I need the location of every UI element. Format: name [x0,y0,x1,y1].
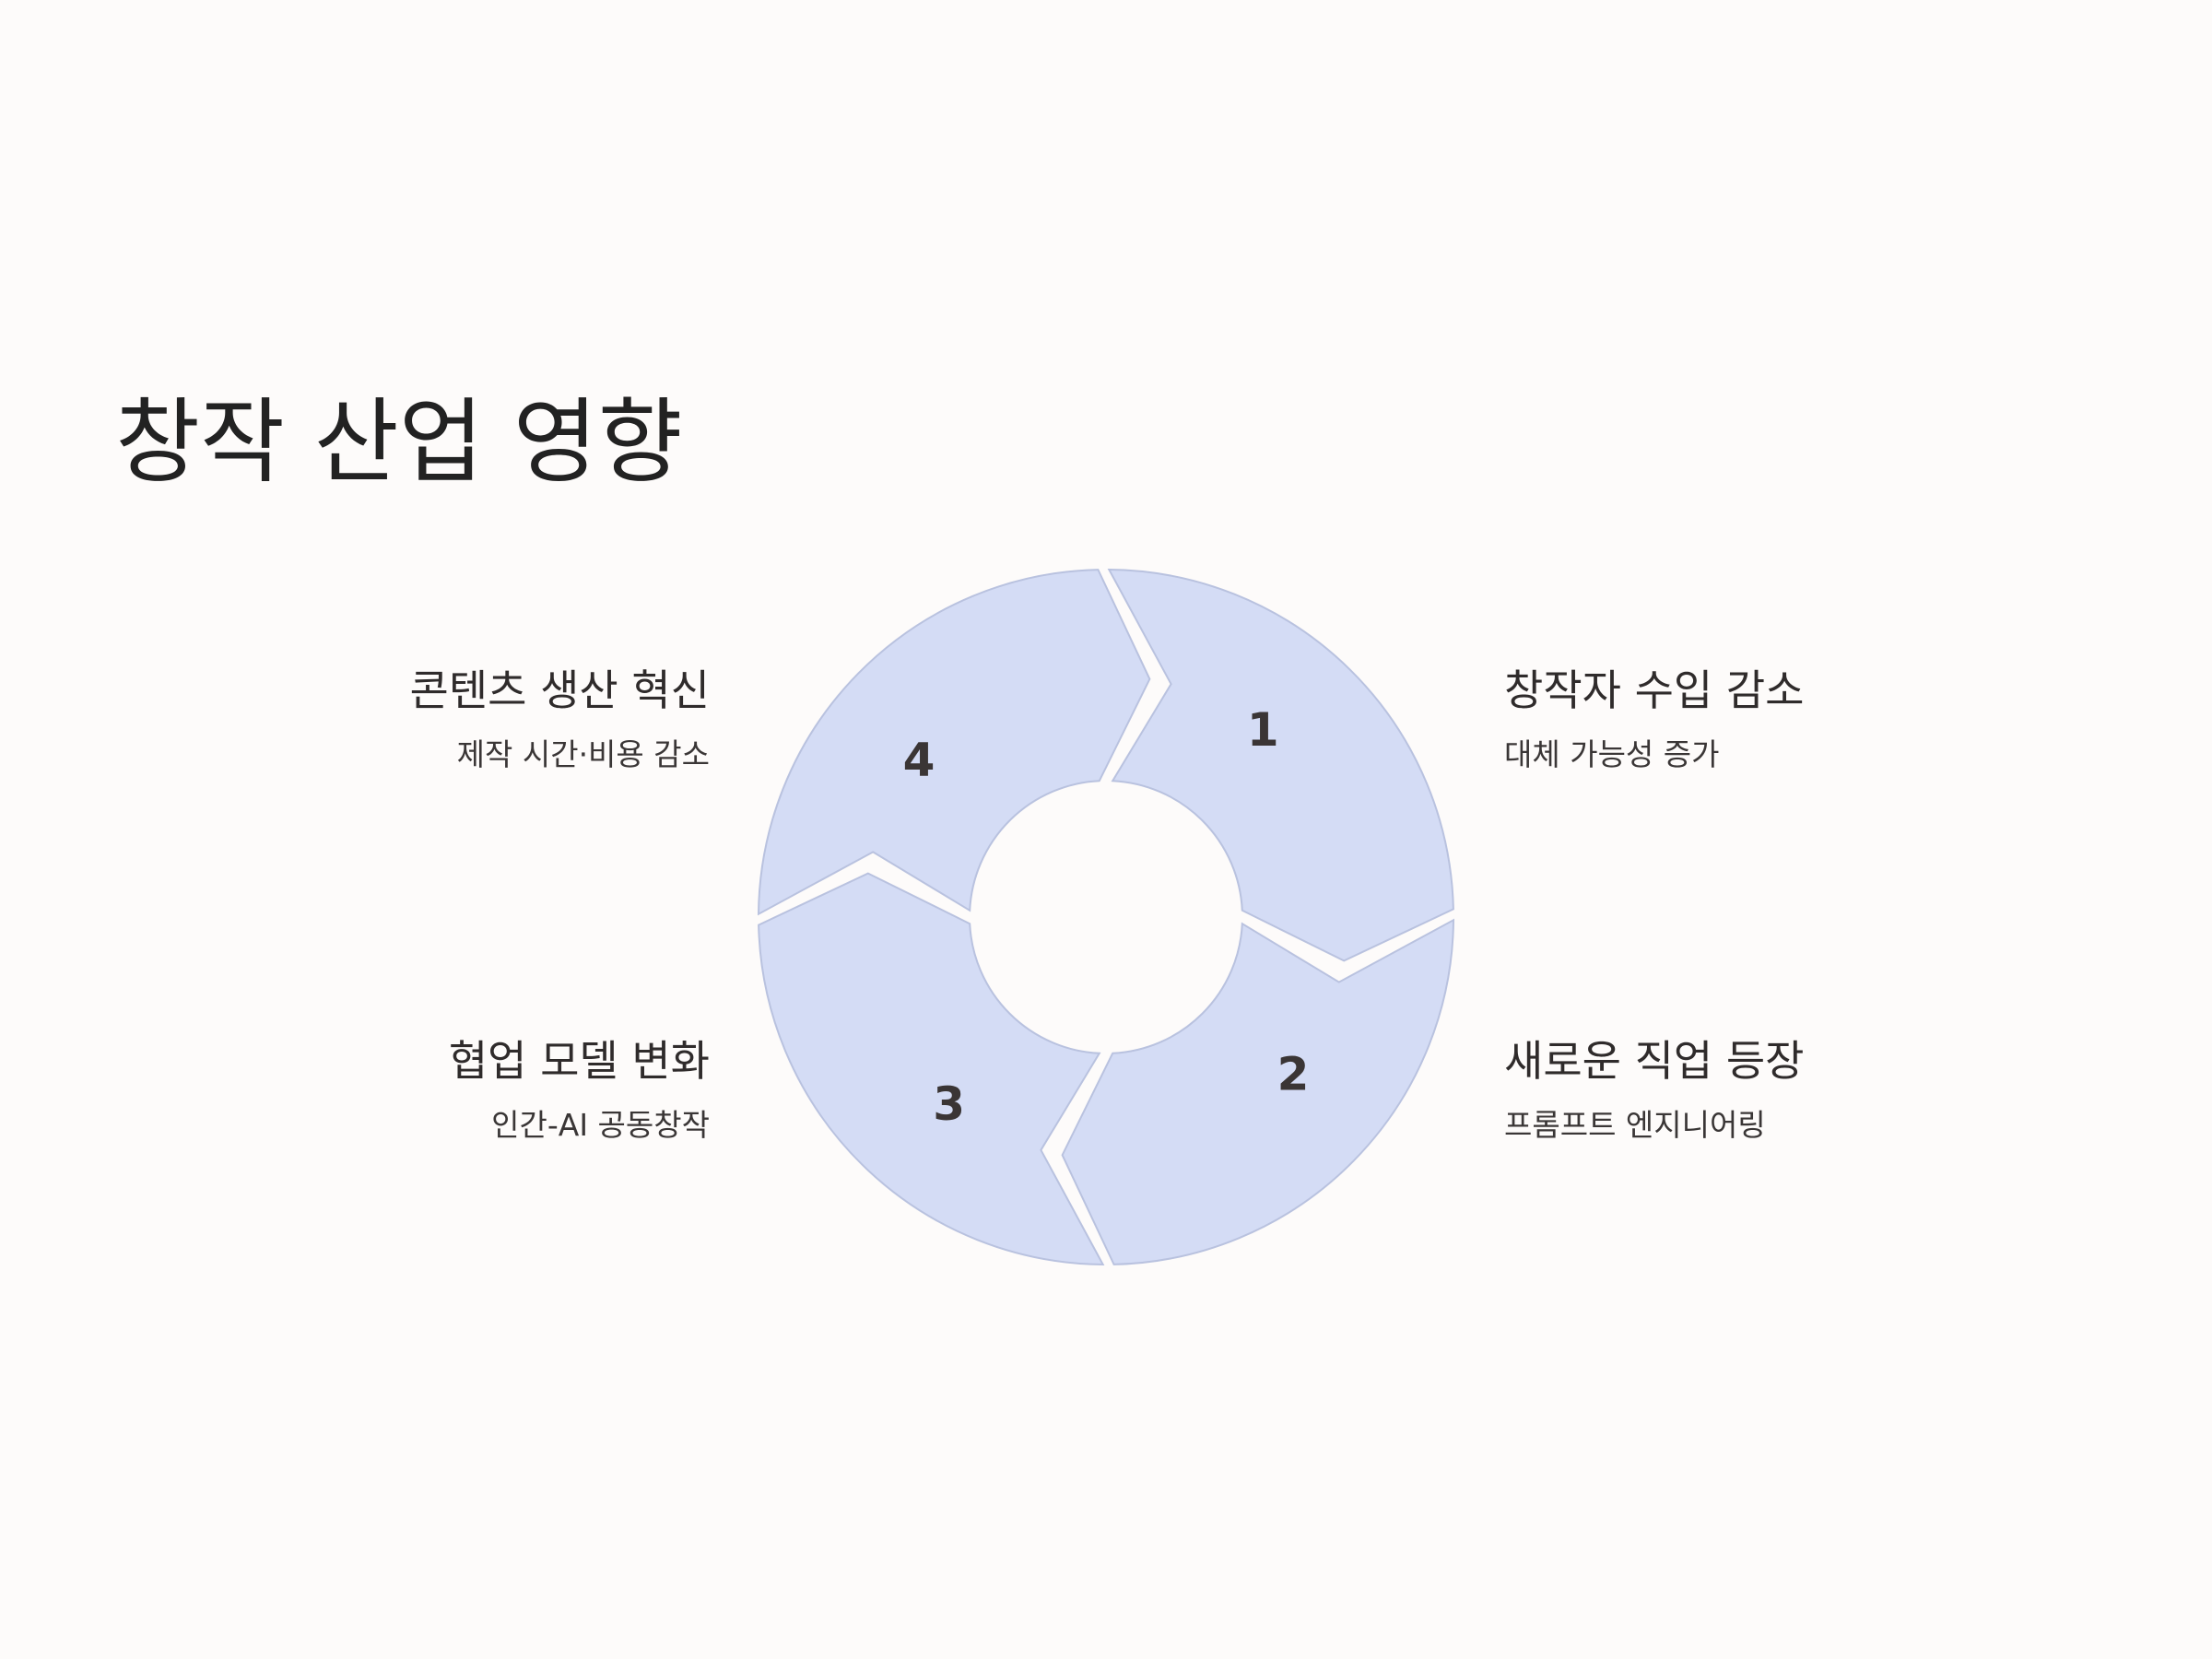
cycle-segment-3 [758,872,1105,1266]
step-4-number: 4 [903,734,935,787]
cycle-segment-4 [757,569,1151,916]
step-4-description: 인간-AI 공동창작 [491,1107,710,1144]
step-2-description: 대체 가능성 증가 [1504,736,1720,773]
step-1-title: 콘텐츠 생산 혁신 [409,665,710,715]
step-4-label: 협업 모델 변화 인간-AI 공동창작 [286,1036,710,1144]
step-3-number: 3 [933,1077,965,1131]
step-1-description: 제작 시간·비용 감소 [456,736,710,773]
step-3-description: 프롬프트 엔지니어링 [1504,1107,1766,1144]
page-title: 창작 산업 영향 [115,388,683,496]
cycle-segment-1 [1107,568,1454,962]
cycle-segment-2 [1061,918,1455,1265]
step-2-title: 창작자 수입 감소 [1504,665,1805,715]
step-2-number: 2 [1277,1047,1310,1100]
step-1-label: 콘텐츠 생산 혁신 제작 시간·비용 감소 [286,665,710,773]
step-1-number: 1 [1247,703,1279,757]
step-3-title: 새로운 직업 등장 [1504,1036,1805,1086]
step-3-label: 새로운 직업 등장 프롬프트 엔지니어링 [1504,1036,1928,1144]
step-2-label: 창작자 수입 감소 대체 가능성 증가 [1504,665,1928,773]
step-4-title: 협업 모델 변화 [448,1036,710,1086]
